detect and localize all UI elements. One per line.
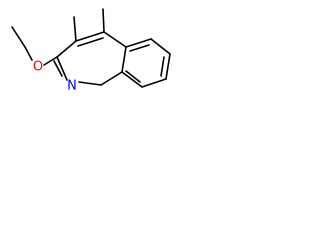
bond-c3-c4 [56,40,77,58]
bond-benzene-inner-3 [125,70,141,83]
bond-benzene-5 [121,71,143,88]
bond-c4-c5-double [77,37,104,47]
bond-c4-methyl [73,16,77,42]
bond-ethyl-co [24,46,33,61]
structure-diagram: O N [11,8,171,94]
bond-benzene-inner-2 [160,56,165,77]
bond-ch2-c9a [100,71,123,86]
bond-n-c3 [56,56,68,81]
bond-benzene-6 [121,46,127,73]
bond-c5-c5a [103,31,127,48]
bond-c4-c5 [75,31,105,42]
bond-c5-methyl [102,8,105,33]
bond-o-c3 [43,56,58,66]
bond-ch2-n [78,81,102,86]
bond-ethyl-cc [11,26,26,48]
bond-n-c3-double [53,60,63,77]
bond-benzene-3 [165,53,171,80]
nitrogen-atom-label: N [67,79,77,94]
bond-benzene-4 [141,78,167,88]
bond-benzene-2 [150,38,171,55]
molecule-canvas: O N [0,0,177,115]
oxygen-atom-label: O [33,60,43,75]
bond-benzene-1 [125,38,152,48]
bond-benzene-inner-1 [129,44,150,52]
